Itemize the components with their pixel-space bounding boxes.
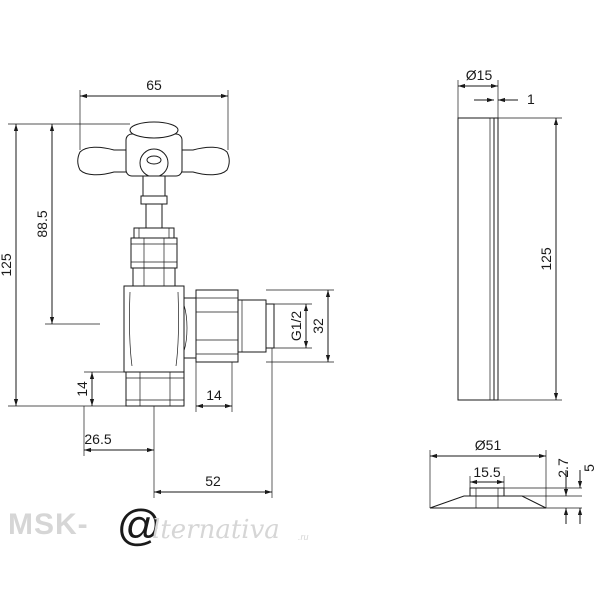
dim-handle-width: 65 bbox=[146, 77, 162, 93]
watermark-at-icon: @ bbox=[116, 501, 161, 550]
dim-thread-diameter: 32 bbox=[310, 318, 326, 334]
valve-spindle bbox=[133, 175, 175, 239]
sleeve-dimension-labels: Ø15 1 125 bbox=[466, 67, 554, 271]
rosette-dimension-labels: Ø51 15.5 2.7 5 bbox=[473, 437, 597, 480]
valve-body bbox=[123, 285, 197, 373]
sleeve-dimension-lines bbox=[457, 80, 562, 401]
watermark-suffix: .ru bbox=[298, 532, 309, 542]
dim-spindle-height: 88.5 bbox=[34, 210, 50, 237]
watermark-brand: MSK- bbox=[8, 508, 89, 541]
dim-rosette-height-a: 2.7 bbox=[555, 458, 571, 478]
rosette-drawing bbox=[429, 487, 547, 509]
valve-handle bbox=[77, 121, 230, 178]
valve-union bbox=[195, 289, 275, 363]
dim-inlet-offset: 26.5 bbox=[84, 431, 111, 447]
watermark-script: lternativa bbox=[152, 515, 280, 545]
dim-rosette-outer: Ø51 bbox=[475, 437, 502, 453]
valve-bonnet bbox=[130, 237, 178, 287]
valve-drawing bbox=[77, 121, 275, 407]
dim-rosette-inner: 15.5 bbox=[473, 464, 500, 480]
dim-rosette-height-b: 5 bbox=[581, 464, 597, 472]
valve-dimension-labels: 65 125 88.5 14 G1/2 32 14 26.5 52 bbox=[0, 77, 326, 489]
rosette-dimension-lines bbox=[429, 450, 583, 524]
dim-sleeve-length: 125 bbox=[538, 247, 554, 271]
watermark: MSK- @ lternativa .ru bbox=[8, 501, 309, 550]
valve-bottom-nut bbox=[125, 371, 185, 407]
dim-sleeve-diameter: Ø15 bbox=[466, 67, 493, 83]
dim-body-length: 52 bbox=[205, 473, 221, 489]
dim-outlet-height: 14 bbox=[74, 381, 90, 397]
dim-sleeve-wall: 1 bbox=[527, 91, 535, 107]
valve-dimension-lines bbox=[8, 90, 334, 498]
dim-thread: G1/2 bbox=[288, 311, 304, 342]
dim-overall-height: 125 bbox=[0, 253, 14, 277]
dim-outlet-pipe: 14 bbox=[206, 387, 222, 403]
sleeve-drawing bbox=[457, 117, 499, 401]
